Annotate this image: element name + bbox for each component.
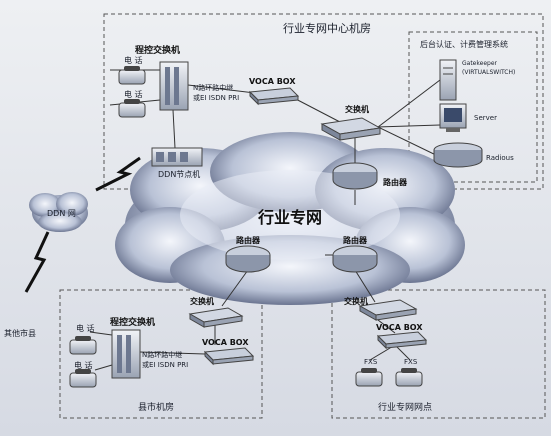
switch-icon	[320, 117, 382, 141]
center-room-title: 行业专网中心机房	[283, 21, 371, 35]
other-county-label: 其他市县	[4, 328, 36, 338]
county-room-frame	[59, 289, 263, 419]
voca-box-icon	[376, 331, 428, 350]
voca-box-label: VOCA BOX	[202, 338, 249, 347]
fxs-label: FXS	[364, 358, 378, 366]
phone-label: 电 话	[76, 323, 95, 333]
switch-icon	[188, 307, 244, 328]
county-room-title: 县市机房	[138, 401, 174, 413]
trunk-label-line1: N路环路中继	[193, 83, 233, 92]
phone-icon	[118, 99, 146, 118]
gatekeeper-label-line1: Gatekeeper	[462, 60, 498, 67]
branch-frame	[331, 289, 546, 419]
switch-icon	[358, 299, 418, 321]
switch-label: 交换机	[344, 296, 368, 306]
branch-title: 行业专网网点	[378, 401, 432, 413]
ddn-node-label: DDN节点机	[158, 169, 200, 179]
trunk-label-line2: 或EI ISDN PRI	[193, 93, 239, 102]
phone-icon	[395, 368, 423, 387]
ddn-cloud	[29, 192, 88, 232]
server-label: Server	[474, 114, 497, 122]
ddn-cloud-label: DDN 网	[47, 209, 76, 218]
server-icon	[439, 103, 467, 132]
phone-label: 电 话	[124, 89, 143, 99]
voca-box-label: VOCA BOX	[249, 77, 296, 86]
trunk-label-line2: 或EI ISDN PRI	[142, 360, 188, 369]
voca-box-icon	[248, 87, 300, 106]
radius-icon	[433, 142, 483, 168]
main-cloud-label: 行业专网	[257, 208, 322, 227]
router-icon	[225, 245, 271, 273]
pbx-label: 程控交换机	[135, 44, 180, 56]
phone-icon	[69, 336, 97, 355]
switch-label: 交换机	[345, 104, 369, 114]
phone-icon	[69, 369, 97, 388]
phone-icon	[118, 66, 146, 85]
switch-label: 交换机	[190, 296, 214, 306]
gatekeeper-label-line2: (VIRTUALSWITCH)	[462, 69, 515, 76]
radius-label: Radious	[486, 154, 514, 162]
phone-label: 电 话	[124, 55, 143, 65]
router-icon	[332, 162, 378, 190]
pbx-county-icon	[111, 329, 141, 379]
router-label: 路由器	[236, 235, 261, 245]
phone-icon	[355, 368, 383, 387]
backend-title: 后台认证、计费管理系统	[420, 39, 508, 49]
lightning-bolt-county	[24, 231, 50, 293]
voca-box-label: VOCA BOX	[376, 323, 423, 332]
voca-box-icon	[203, 347, 255, 366]
ddn-node-icon	[151, 147, 203, 167]
router-label: 路由器	[383, 177, 408, 187]
lightning-bolt-ddn	[95, 156, 141, 192]
gatekeeper-icon	[439, 59, 457, 101]
router-label: 路由器	[343, 235, 368, 245]
router-icon	[332, 245, 378, 273]
pbx-label: 程控交换机	[110, 316, 155, 328]
trunk-label-line1: N路环路中继	[142, 350, 182, 359]
pbx-center-icon	[159, 61, 189, 111]
phone-label: 电 话	[74, 360, 93, 370]
fxs-label: FXS	[404, 358, 418, 366]
backend-frame	[408, 31, 538, 183]
